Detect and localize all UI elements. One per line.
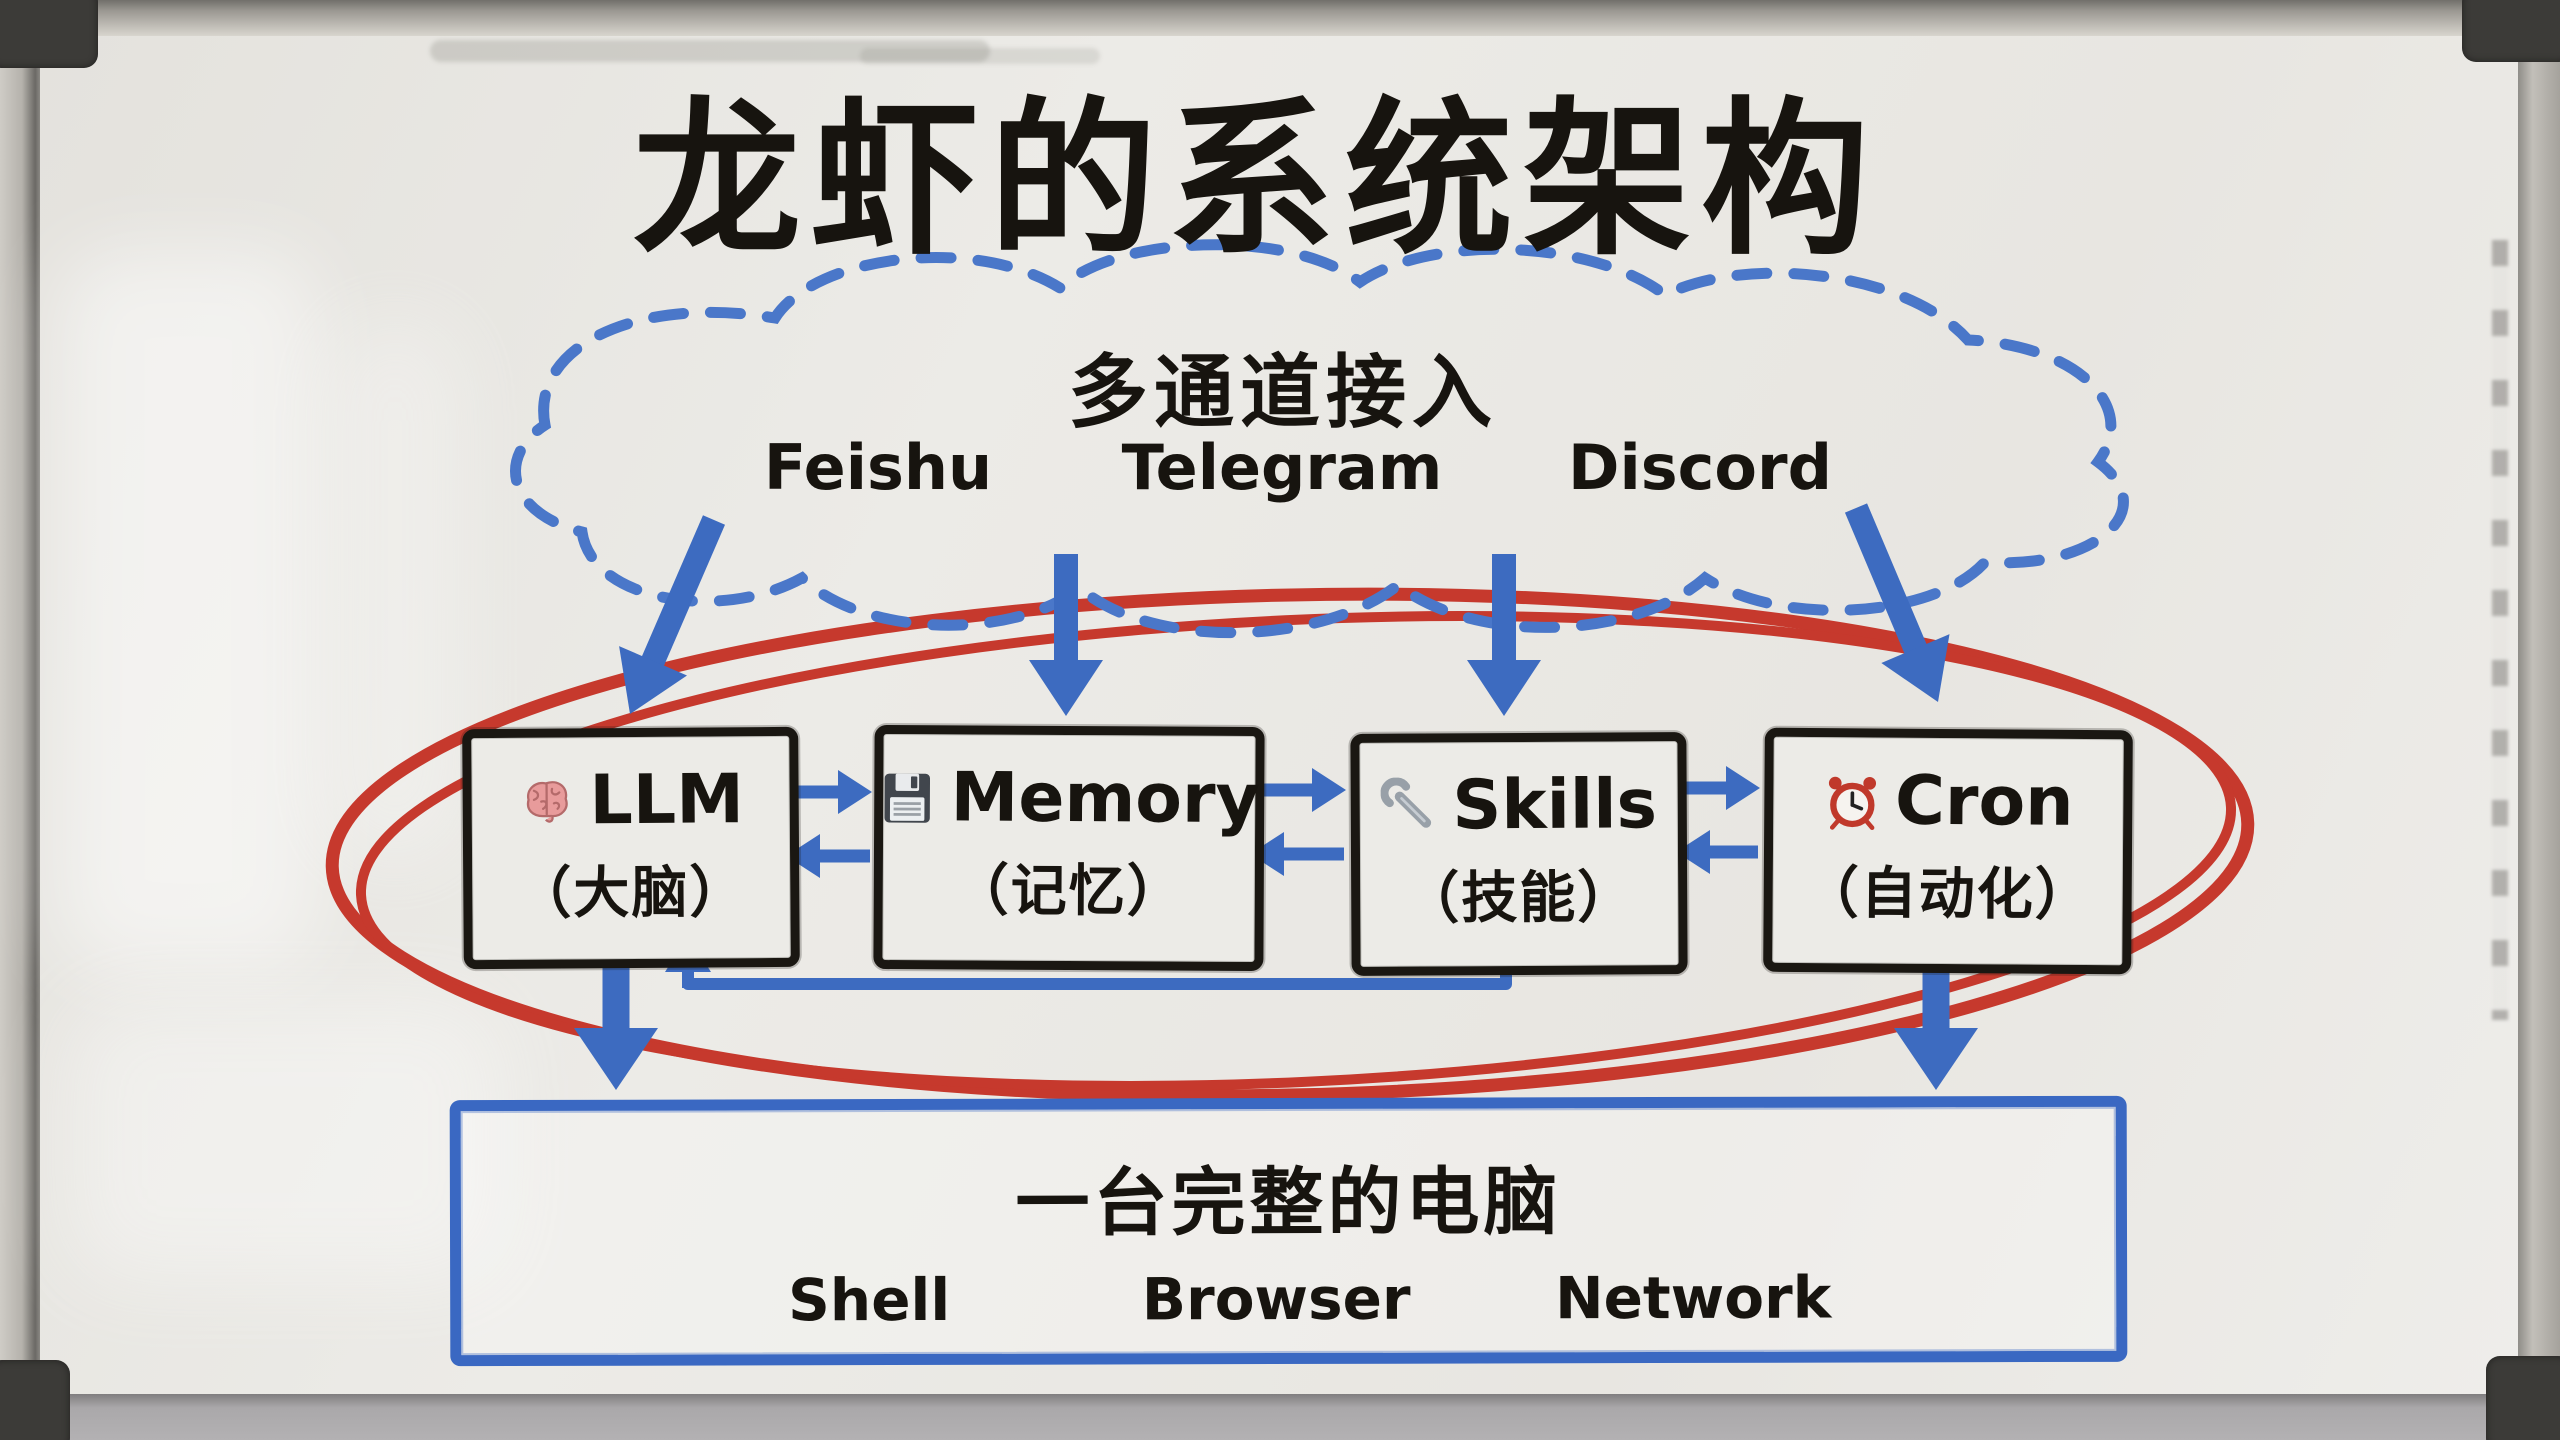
whiteboard-frame-top: [0, 0, 2560, 36]
cloud-to-llm-arrow: [619, 515, 726, 714]
module-alias: （技能）: [1403, 865, 1636, 932]
module-box-skills: Skills （技能）: [1350, 732, 1688, 976]
module-alias: （记忆）: [952, 858, 1185, 925]
window-reflection: [70, 1000, 500, 1280]
module-name: LLM: [589, 760, 745, 841]
marker-stains: [2492, 240, 2508, 1020]
cloud-label: 多通道接入: [1068, 346, 1498, 439]
module-name: Cron: [1894, 761, 2074, 842]
channel-telegram: Telegram: [1121, 431, 1443, 504]
module-box-cron: Cron （自动化）: [1763, 727, 2133, 975]
module-box-memory: Memory （记忆）: [873, 724, 1265, 972]
cloud-outline: [510, 239, 2129, 639]
page-title: 龙虾的系统架构: [633, 82, 1879, 278]
alarm-clock-icon: [1823, 772, 1881, 830]
channel-discord: Discord: [1568, 431, 1832, 504]
whiteboard-frame-bottom: [0, 1394, 2560, 1440]
wrench-icon: [1380, 776, 1438, 835]
component-browser: Browser: [1141, 1264, 1411, 1334]
module-alias: （自动化）: [1802, 860, 2093, 929]
red-loop-ellipse: [325, 587, 2255, 1103]
window-reflection: [58, 250, 318, 970]
cron-to-skills-arrow: [1676, 830, 1758, 874]
frame-corner-bottom-right: [2486, 1356, 2560, 1440]
cloud-to-cron-arrow: [1844, 503, 1950, 702]
brain-icon: [517, 772, 575, 830]
board-surface: [40, 36, 2518, 1394]
whiteboard-frame-left: [0, 0, 40, 1440]
eraser-smudge: [860, 48, 1100, 64]
module-name: Memory: [950, 758, 1261, 839]
floppy-disk-icon: [879, 769, 937, 827]
frame-corner-top-left: [0, 0, 98, 68]
module-name: Skills: [1452, 765, 1658, 846]
eraser-smudge: [430, 40, 990, 62]
cloud-to-memory-arrow: [1029, 554, 1103, 716]
cloud-to-skills-arrow: [1467, 554, 1541, 716]
module-box-llm: LLM （大脑）: [462, 726, 800, 970]
skills-to-cron-arrow: [1674, 766, 1760, 810]
frame-corner-bottom-left: [0, 1360, 70, 1440]
module-alias: （大脑）: [515, 860, 748, 927]
llm-to-computer-arrow: [574, 956, 658, 1090]
computer-label: 一台完整的电脑: [1015, 1159, 1562, 1247]
computer-box: 一台完整的电脑 Shell Browser Network: [449, 1095, 2128, 1367]
component-shell: Shell: [788, 1265, 951, 1335]
llm-to-memory-arrow: [786, 770, 872, 814]
component-network: Network: [1554, 1263, 1832, 1333]
frame-corner-top-right: [2462, 0, 2560, 62]
memory-to-llm-arrow: [786, 834, 870, 878]
skills-to-memory-arrow: [1250, 832, 1344, 876]
channel-feishu: Feishu: [763, 431, 993, 504]
whiteboard-frame-right: [2518, 0, 2560, 1440]
